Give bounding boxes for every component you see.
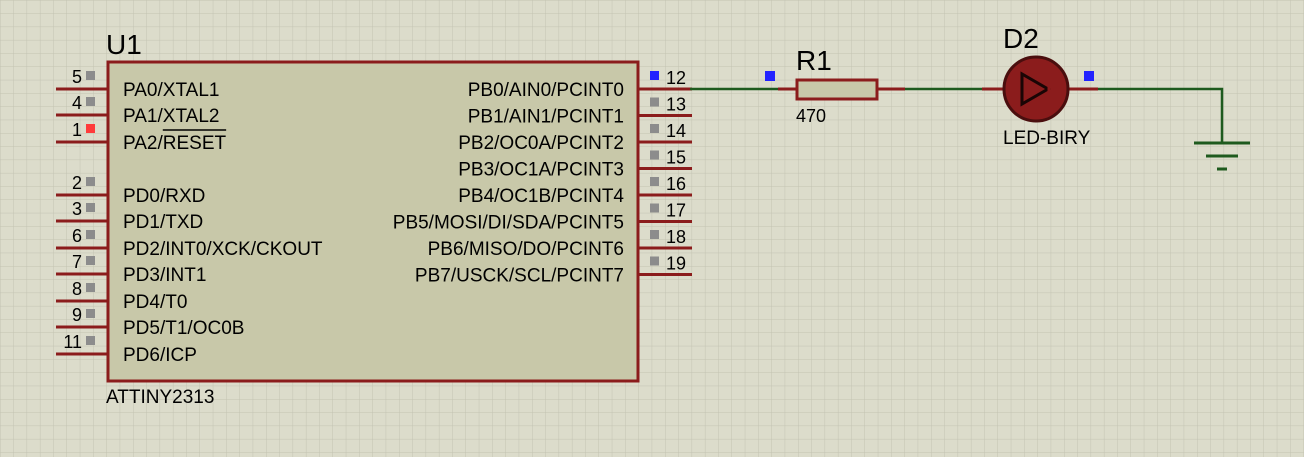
pin-label: PD2/INT0/XCK/CKOUT bbox=[123, 239, 323, 260]
pin-number: 9 bbox=[72, 305, 82, 325]
pin-number: 19 bbox=[666, 254, 686, 274]
pin-number: 11 bbox=[63, 332, 82, 352]
pin-number: 18 bbox=[666, 227, 686, 247]
pin-marker bbox=[86, 97, 95, 106]
pin-number: 13 bbox=[666, 95, 686, 115]
pin-number: 2 bbox=[72, 173, 82, 193]
d2-pin-marker[interactable] bbox=[1084, 71, 1094, 81]
pin-label: PB1/AIN1/PCINT1 bbox=[468, 107, 624, 128]
pin-label: PD1/TXD bbox=[123, 212, 203, 233]
d2-led[interactable]: D2 LED-BIRY bbox=[982, 23, 1098, 149]
pin-label: PD4/T0 bbox=[123, 292, 187, 313]
pin-label: PB7/USCK/SCL/PCINT7 bbox=[415, 266, 624, 287]
pin-marker bbox=[86, 283, 95, 292]
pin-number: 12 bbox=[666, 68, 686, 88]
pin-number: 7 bbox=[72, 252, 82, 272]
pin-label: PA2/RESET bbox=[123, 133, 227, 154]
pin-number: 17 bbox=[666, 201, 686, 221]
pin-marker bbox=[86, 336, 95, 345]
r1-pin-marker[interactable] bbox=[765, 71, 775, 81]
pin-number: 15 bbox=[666, 148, 686, 168]
pin-label: PA1/XTAL2 bbox=[123, 106, 219, 127]
d2-reference: D2 bbox=[1003, 23, 1039, 54]
pin-label: PD6/ICP bbox=[123, 345, 197, 366]
r1-value: 470 bbox=[796, 106, 826, 126]
r1-reference: R1 bbox=[796, 45, 832, 76]
wire-d2-to-ground[interactable] bbox=[1098, 87, 1224, 143]
pin-label: PD5/T1/OC0B bbox=[123, 318, 244, 339]
pin-marker bbox=[86, 309, 95, 318]
pin-marker bbox=[650, 71, 659, 80]
d2-part-name: LED-BIRY bbox=[1003, 128, 1091, 149]
pin-label: PB5/MOSI/DI/SDA/PCINT5 bbox=[393, 213, 624, 234]
u1-microcontroller[interactable]: U1 5PA0/XTAL14PA1/XTAL21PA2/RESET2PD0/RX… bbox=[56, 29, 692, 408]
pin-marker bbox=[650, 256, 659, 266]
pin-label: PD0/RXD bbox=[123, 186, 205, 207]
pin-label: PD3/INT1 bbox=[123, 265, 206, 286]
pin-marker bbox=[86, 230, 95, 239]
u1-body[interactable] bbox=[106, 60, 640, 383]
pin-number: 16 bbox=[666, 174, 686, 194]
pin-label: PA0/XTAL1 bbox=[123, 80, 219, 101]
pin-number: 5 bbox=[72, 67, 82, 87]
pin-marker bbox=[650, 150, 659, 160]
r1-resistor[interactable]: R1 470 bbox=[778, 45, 905, 126]
pin-marker bbox=[650, 97, 659, 107]
pin-label: PB3/OC1A/PCINT3 bbox=[458, 160, 624, 181]
pin-marker bbox=[650, 177, 659, 186]
u1-right-pins: 12PB0/AIN0/PCINT013PB1/AIN1/PCINT114PB2/… bbox=[393, 68, 692, 287]
pin-label: PB0/AIN0/PCINT0 bbox=[468, 80, 624, 101]
pin-marker bbox=[86, 203, 95, 212]
pin-label: PB4/OC1B/PCINT4 bbox=[458, 186, 624, 207]
pin-marker bbox=[86, 256, 95, 265]
pin-marker bbox=[650, 230, 659, 239]
pin-label: PB6/MISO/DO/PCINT6 bbox=[428, 239, 624, 260]
u1-left-pins: 5PA0/XTAL14PA1/XTAL21PA2/RESET2PD0/RXD3P… bbox=[56, 67, 323, 366]
pin-marker bbox=[86, 124, 95, 133]
pin-number: 1 bbox=[72, 120, 82, 140]
u1-part-name: ATTINY2313 bbox=[106, 387, 214, 408]
u1-reference: U1 bbox=[106, 29, 142, 60]
pin-number: 4 bbox=[72, 93, 82, 113]
pin-label: PB2/OC0A/PCINT2 bbox=[458, 133, 624, 154]
pin-number: 8 bbox=[72, 279, 82, 299]
r1-body[interactable] bbox=[795, 78, 879, 101]
pin-number: 3 bbox=[72, 199, 82, 219]
pin-number: 14 bbox=[666, 121, 686, 141]
pin-marker bbox=[650, 124, 659, 133]
pin-marker bbox=[650, 203, 659, 213]
pin-marker bbox=[86, 71, 95, 80]
ground-icon[interactable] bbox=[1194, 141, 1250, 171]
pin-marker bbox=[86, 177, 95, 186]
pin-number: 6 bbox=[72, 226, 82, 246]
diode-arrow-icon bbox=[1020, 71, 1052, 107]
